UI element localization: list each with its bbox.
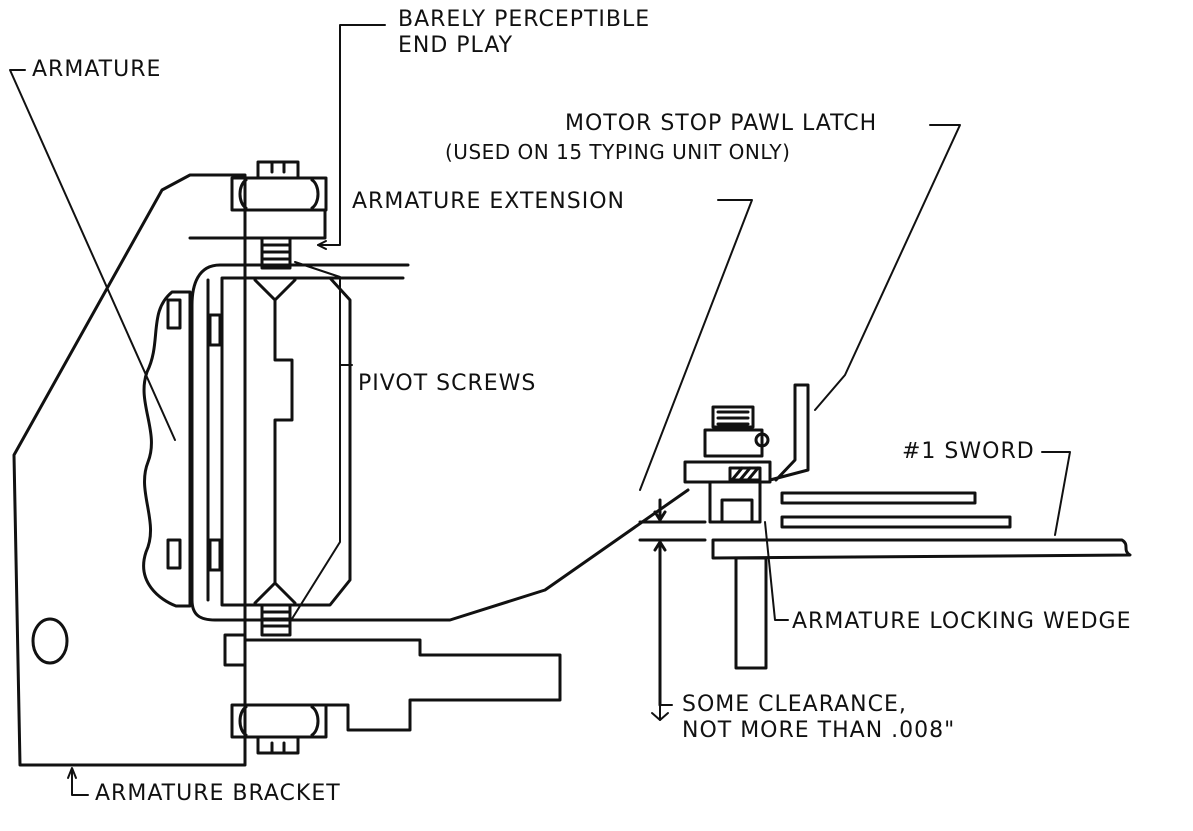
armature-core [220, 276, 352, 607]
leader-pivot-screws-top [294, 261, 341, 366]
leader-clearance [659, 704, 673, 721]
armature-coil [142, 290, 192, 608]
upper-bracket-arm [188, 208, 327, 240]
upper-sword [780, 491, 977, 505]
label-armature: ARMATURE [32, 57, 162, 82]
label-end-play: END PLAY [398, 33, 514, 58]
leader-motor-stop [814, 124, 961, 411]
label-sword: #1 SWORD [902, 439, 1035, 464]
top-screw-head [256, 160, 300, 180]
leader-armature-extension [639, 199, 753, 491]
armature-bracket-shape [12, 173, 247, 767]
leader-armature-bracket [71, 769, 89, 796]
leader-locking-wedge [764, 521, 789, 621]
wedge-screw [711, 405, 755, 429]
armature-plate [190, 263, 690, 622]
armature-bolt-top [166, 298, 182, 330]
label-not-more-than: NOT MORE THAN .008" [682, 718, 956, 743]
bottom-nut [230, 703, 328, 739]
lower-bracket-arm [223, 633, 562, 732]
label-armature-locking-wedge: ARMATURE LOCKING WEDGE [792, 609, 1132, 634]
leader-barely-perceptible [317, 24, 386, 246]
label-barely-perceptible: BARELY PERCEPTIBLE [398, 7, 651, 32]
bracket-mounting-hole [31, 617, 69, 665]
wedge-nut [703, 428, 764, 458]
label-armature-bracket: ARMATURE BRACKET [95, 781, 341, 806]
bottom-screw-head [256, 735, 300, 755]
label-pivot-screws: PIVOT SCREWS [358, 371, 537, 396]
leader-armature [9, 69, 176, 441]
label-some-clearance: SOME CLEARANCE, [682, 692, 907, 717]
armature-bolt-bottom [166, 538, 182, 570]
label-armature-extension: ARMATURE EXTENSION [352, 189, 625, 214]
wedge-hatch [728, 466, 762, 482]
sword-support [734, 556, 768, 670]
leader-sword [1041, 451, 1071, 536]
label-used-on-15: (USED ON 15 TYPING UNIT ONLY) [445, 140, 791, 164]
leader-pivot-screws [289, 364, 353, 623]
motor-stop-pawl-latch [768, 383, 810, 482]
middle-sword [780, 515, 1012, 529]
number-1-sword [711, 538, 1132, 560]
label-motor-stop-pawl-latch: MOTOR STOP PAWL LATCH [565, 111, 878, 136]
